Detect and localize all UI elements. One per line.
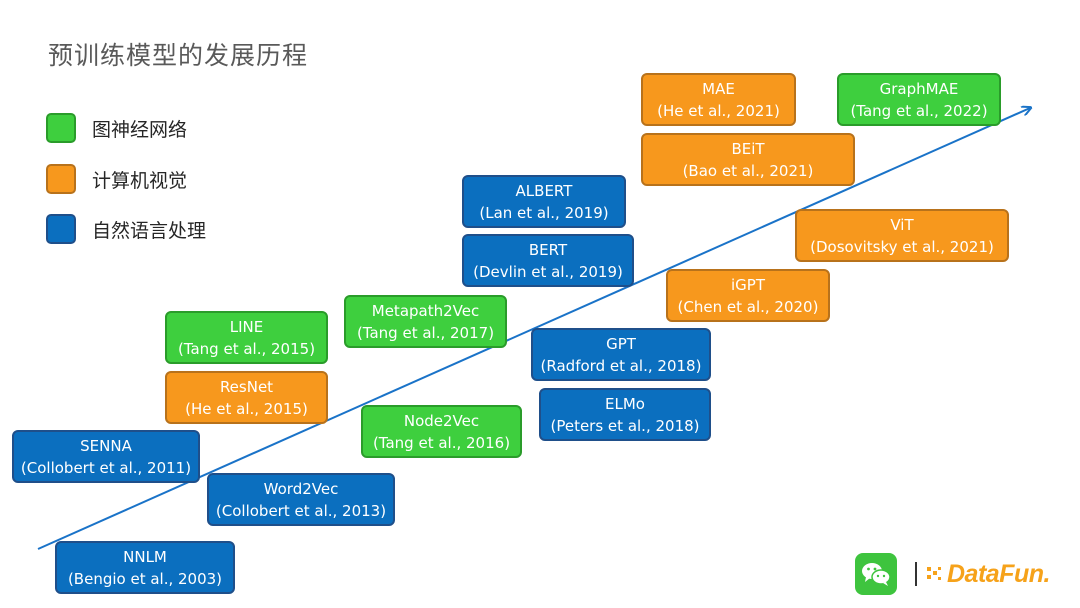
node-ref: (Chen et al., 2020): [677, 297, 819, 316]
node-ref: (Tang et al., 2022): [850, 101, 988, 120]
node-graphmae: GraphMAE (Tang et al., 2022): [837, 73, 1001, 126]
node-name: NNLM: [123, 547, 167, 566]
node-name: Word2Vec: [263, 479, 339, 498]
node-ref: (Bengio et al., 2003): [67, 569, 223, 588]
node-name: BERT: [528, 240, 568, 259]
node-vit: ViT (Dosovitsky et al., 2021): [795, 209, 1009, 262]
node-ref: (Bao et al., 2021): [682, 161, 814, 180]
node-ref: (Devlin et al., 2019): [473, 262, 623, 281]
legend-swatch-gnn: [46, 113, 76, 143]
node-albert: ALBERT (Lan et al., 2019): [462, 175, 626, 228]
node-ref: (Lan et al., 2019): [479, 203, 609, 222]
node-gpt: GPT (Radford et al., 2018): [531, 328, 711, 381]
node-ref: (Collobert et al., 2013): [215, 501, 387, 520]
logo-separator: [915, 562, 917, 586]
node-name: iGPT: [731, 275, 765, 294]
node-name: ALBERT: [515, 181, 573, 200]
legend-item-gnn: 图神经网络: [46, 111, 187, 145]
node-name: BEiT: [731, 139, 765, 158]
node-name: ELMo: [605, 394, 645, 413]
node-senna: SENNA (Collobert et al., 2011): [12, 430, 200, 483]
node-line: LINE (Tang et al., 2015): [165, 311, 328, 364]
node-elmo: ELMo (Peters et al., 2018): [539, 388, 711, 441]
node-ref: (Tang et al., 2015): [177, 339, 316, 358]
node-word2vec: Word2Vec (Collobert et al., 2013): [207, 473, 395, 526]
node-nnlm: NNLM (Bengio et al., 2003): [55, 541, 235, 594]
footer-logo: DataFun.: [855, 553, 1050, 595]
node-ref: (Tang et al., 2017): [356, 323, 495, 342]
node-ref: (Tang et al., 2016): [372, 433, 511, 452]
node-name: ResNet: [219, 377, 274, 396]
legend-item-nlp: 自然语言处理: [46, 212, 206, 246]
node-name: ViT: [890, 215, 914, 234]
node-name: LINE: [229, 317, 264, 336]
legend-label: 自然语言处理: [92, 219, 207, 242]
node-ref: (He et al., 2015): [185, 399, 308, 418]
node-ref: (Peters et al., 2018): [550, 416, 700, 435]
node-name: GraphMAE: [879, 79, 959, 98]
legend-label: 图神经网络: [92, 118, 188, 141]
datafun-mark-icon: [927, 567, 941, 580]
node-ref: (Collobert et al., 2011): [20, 458, 192, 477]
node-resnet: ResNet (He et al., 2015): [165, 371, 328, 424]
node-igpt: iGPT (Chen et al., 2020): [666, 269, 830, 322]
node-name: Metapath2Vec: [371, 301, 480, 320]
node-node2vec: Node2Vec (Tang et al., 2016): [361, 405, 522, 458]
legend-label: 计算机视觉: [92, 169, 188, 192]
node-mae: MAE (He et al., 2021): [641, 73, 796, 126]
node-ref: (He et al., 2021): [657, 101, 780, 120]
node-name: SENNA: [80, 436, 132, 455]
wechat-icon: [855, 553, 897, 595]
page-title: 预训练模型的发展历程: [48, 41, 309, 70]
node-metapath2vec: Metapath2Vec (Tang et al., 2017): [344, 295, 507, 348]
node-bert: BERT (Devlin et al., 2019): [462, 234, 634, 287]
node-name: MAE: [702, 79, 735, 98]
node-beit: BEiT (Bao et al., 2021): [641, 133, 855, 186]
datafun-logo-text: DataFun.: [947, 559, 1050, 588]
legend-item-cv: 计算机视觉: [46, 162, 187, 196]
node-name: GPT: [606, 334, 636, 353]
legend-swatch-nlp: [46, 214, 76, 244]
node-ref: (Dosovitsky et al., 2021): [810, 237, 994, 256]
node-name: Node2Vec: [403, 411, 480, 430]
node-ref: (Radford et al., 2018): [540, 356, 702, 375]
legend-swatch-cv: [46, 164, 76, 194]
